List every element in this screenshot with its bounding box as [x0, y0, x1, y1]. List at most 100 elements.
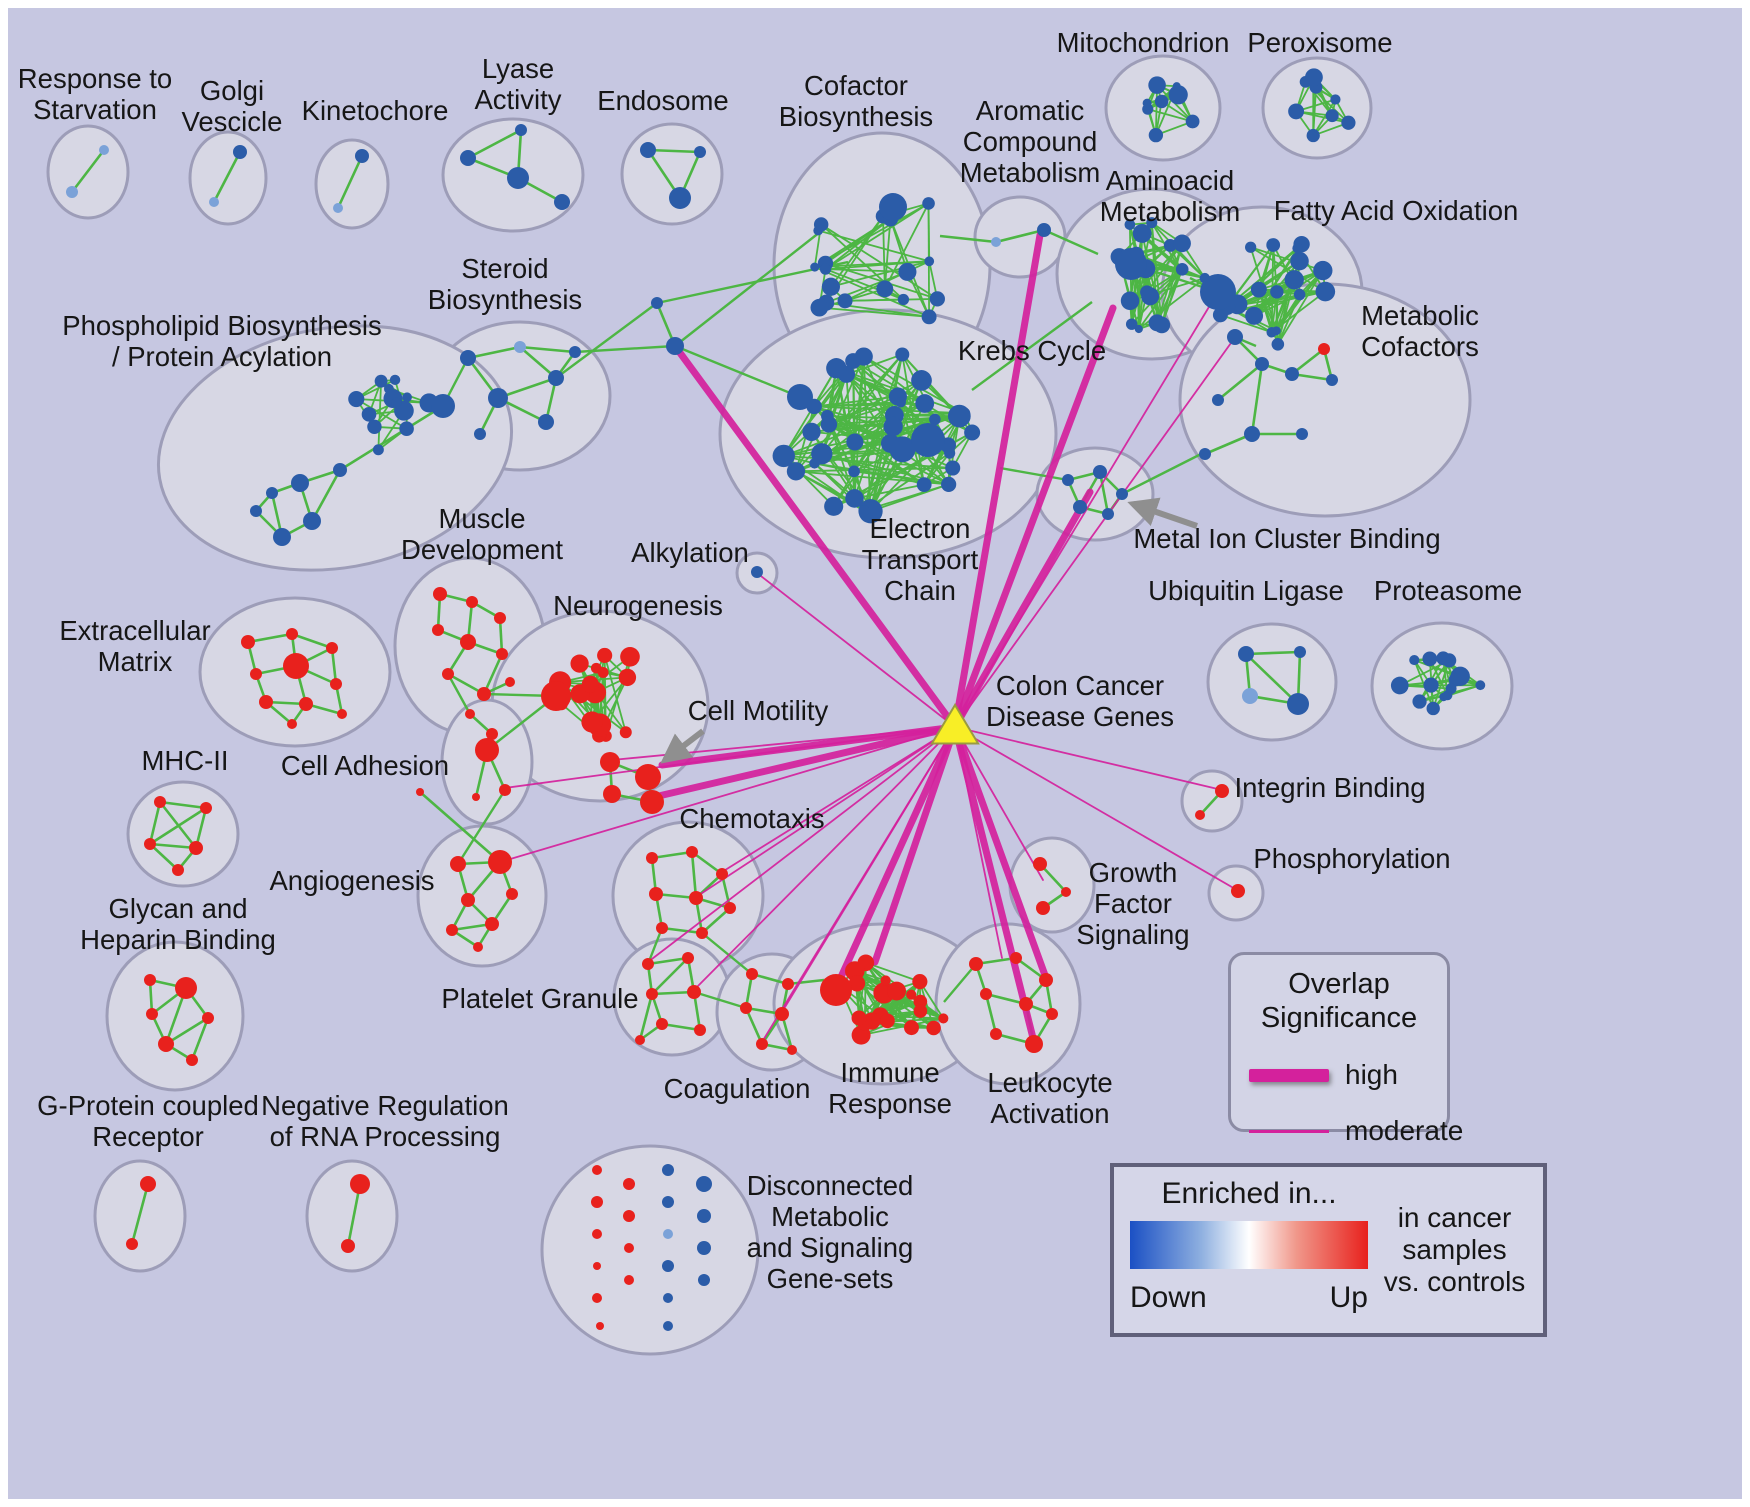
- gene-set-node: [1148, 127, 1164, 143]
- gene-set-node: [1195, 810, 1205, 820]
- gene-set-node: [603, 785, 621, 803]
- legend-enrichment: Enriched in... Down Up in cancer samples…: [1110, 1163, 1547, 1337]
- gene-set-node: [209, 197, 219, 207]
- gene-set-node: [460, 350, 476, 366]
- gene-set-node: [1073, 500, 1087, 514]
- gene-set-node: [845, 353, 862, 369]
- label-platelet-granule: Platelet Granule: [441, 983, 638, 1014]
- gene-set-node: [1168, 85, 1188, 105]
- gene-set-node: [1102, 508, 1114, 520]
- gene-set-node: [620, 646, 640, 667]
- gene-set-node: [514, 341, 526, 353]
- gene-set-node: [1154, 94, 1169, 109]
- gene-set-node: [99, 145, 109, 155]
- gene-set-node: [696, 1176, 712, 1192]
- gene-set-node: [1061, 887, 1071, 897]
- gene-set-node: [947, 404, 971, 428]
- gene-set-node: [1142, 98, 1152, 108]
- gene-set-node: [1315, 281, 1336, 302]
- gene-set-node: [1255, 357, 1269, 371]
- gene-set-node: [845, 489, 864, 508]
- gene-set-node: [945, 460, 961, 476]
- gene-set-node: [938, 1013, 949, 1024]
- gene-set-node: [991, 237, 1001, 247]
- gene-set-node: [1292, 242, 1303, 254]
- gene-set-node: [1305, 68, 1323, 87]
- gene-set-node: [200, 802, 212, 814]
- gene-set-node: [592, 1229, 602, 1239]
- gene-set-node: [186, 1054, 198, 1066]
- gene-set-node: [848, 975, 866, 992]
- label-angiogenesis: Angiogenesis: [269, 865, 434, 896]
- gene-set-node: [1146, 217, 1158, 229]
- significance-edge-moderate: [756, 572, 956, 728]
- gene-set-node: [1442, 690, 1453, 701]
- significance-edge-high: [951, 231, 1044, 731]
- gene-set-node: [724, 902, 736, 914]
- gene-set-node: [646, 852, 658, 864]
- gene-set-node: [1200, 274, 1236, 310]
- significance-edge-moderate: [954, 335, 1237, 728]
- significance-edge-high: [951, 723, 1038, 1046]
- gene-set-node: [283, 653, 309, 679]
- label-endosome: Endosome: [597, 85, 728, 116]
- gene-set-node: [880, 1013, 895, 1029]
- gene-set-node: [1238, 646, 1254, 662]
- gene-set-node: [581, 711, 603, 733]
- cluster-ellipse-disconnected-gene-sets: [540, 1144, 760, 1356]
- gene-set-node: [642, 958, 654, 970]
- gene-set-node: [662, 1260, 674, 1272]
- gene-set-node: [926, 1020, 941, 1036]
- gene-set-node: [619, 726, 632, 739]
- label-fatty-acid-oxidation: Fatty Acid Oxidation: [1274, 195, 1519, 226]
- significance-edge-high: [832, 723, 959, 992]
- gene-set-node: [826, 358, 847, 379]
- gene-set-node: [895, 347, 910, 362]
- gene-set-node: [1293, 288, 1306, 301]
- gene-set-node: [1475, 680, 1486, 691]
- gene-set-node: [640, 142, 656, 158]
- gene-set-node: [391, 397, 402, 408]
- gene-set-node: [696, 927, 708, 939]
- gene-set-node: [1132, 224, 1152, 243]
- cluster-ellipse-endosome: [620, 122, 724, 226]
- gene-set-node: [623, 1178, 635, 1190]
- legend-enrichment-gradient-column: Enriched in... Down Up: [1130, 1177, 1368, 1323]
- gene-set-node: [442, 668, 454, 680]
- label-krebs-cycle: Krebs Cycle: [958, 335, 1106, 366]
- gene-set-node: [538, 414, 554, 430]
- gene-set-node: [515, 124, 527, 136]
- annotation-arrow-icon: [660, 728, 705, 764]
- gene-set-node: [697, 1241, 711, 1255]
- significance-edge-high: [951, 488, 1094, 731]
- gene-set-node: [1245, 306, 1264, 325]
- gene-set-node: [666, 337, 684, 355]
- gene-set-node: [1019, 997, 1033, 1011]
- gene-set-node: [858, 499, 883, 524]
- gene-set-node: [756, 1038, 768, 1050]
- gene-set-node: [663, 1293, 673, 1303]
- significance-edge-moderate: [647, 726, 956, 963]
- gene-set-node: [126, 1238, 138, 1250]
- gene-set-node: [911, 370, 932, 391]
- gene-set-node: [687, 985, 701, 999]
- gene-set-node: [1250, 281, 1267, 298]
- gene-set-node: [821, 277, 840, 296]
- gene-set-node: [787, 1045, 797, 1055]
- gene-set-node: [969, 957, 983, 971]
- label-neurogenesis: Neurogenesis: [553, 590, 723, 621]
- gene-set-node: [662, 1164, 674, 1176]
- gene-set-node: [883, 416, 903, 437]
- gene-set-node: [656, 922, 668, 934]
- gene-set-node: [980, 988, 992, 1000]
- gene-set-node: [858, 505, 870, 517]
- gene-set-node: [810, 262, 820, 272]
- gradient-endpoint-labels: Down Up: [1130, 1281, 1368, 1315]
